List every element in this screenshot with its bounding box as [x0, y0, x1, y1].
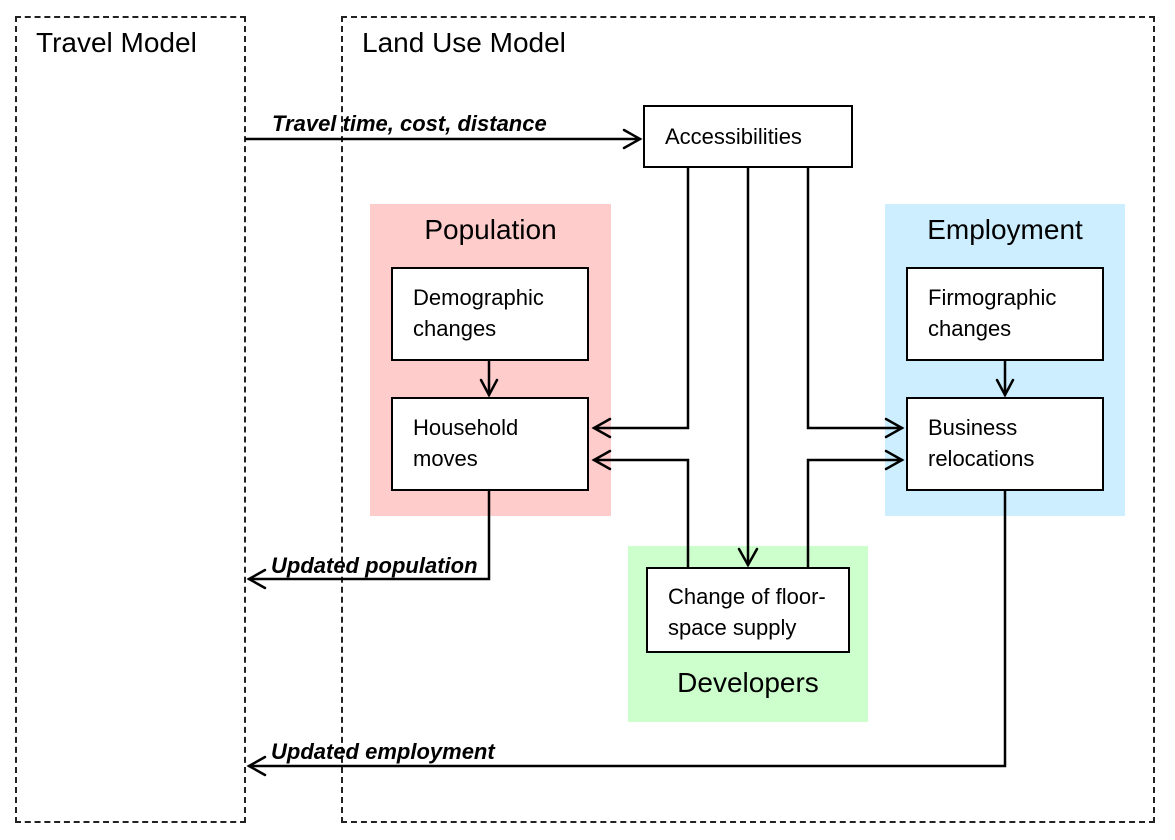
flow-label-travel-time: Travel time, cost, distance — [272, 111, 547, 136]
arrowhead-household-top — [479, 378, 499, 398]
floor-space-supply-box: Change of floor- space supply — [646, 567, 850, 653]
arrowhead-household-upper — [591, 417, 612, 439]
arrow-floorspace-to-business — [806, 458, 904, 569]
travel-model-title: Travel Model — [36, 27, 197, 58]
accessibilities-label: Accessibilities — [665, 124, 802, 149]
arrowhead-accessibilities — [622, 128, 643, 150]
household-moves-line-2: moves — [413, 446, 478, 471]
land-use-model-title: Land Use Model — [362, 27, 566, 58]
firmographic-changes-box: Firmographic changes — [906, 267, 1104, 361]
arrow-floorspace-to-household — [592, 458, 690, 569]
developers-title: Developers — [677, 667, 819, 698]
firmographic-changes-line-1: Firmographic — [928, 285, 1057, 310]
land-use-model-panel — [341, 16, 1155, 823]
flow-label-updated-population: Updated population — [271, 553, 478, 578]
household-moves-line-1: Household — [413, 415, 519, 440]
demographic-changes-line-2: changes — [413, 316, 497, 341]
arrowhead-business-top — [995, 378, 1015, 398]
demographic-changes-line-1: Demographic — [413, 285, 544, 310]
business-relocations-line-1: Business — [928, 415, 1018, 440]
arrow-updated-population — [247, 489, 491, 581]
firmographic-changes-line-2: changes — [928, 316, 1012, 341]
arrowhead-household-lower — [591, 449, 612, 471]
arrow-updated-employment — [247, 489, 1007, 768]
arrow-accessibilities-to-business — [806, 166, 904, 430]
arrowhead-updated-employment — [246, 755, 267, 777]
arrow-accessibilities-to-household — [592, 166, 690, 430]
business-relocations-box: Business relocations — [906, 397, 1104, 491]
demographic-changes-box: Demographic changes — [391, 267, 589, 361]
business-relocations-line-2: relocations — [928, 446, 1035, 471]
arrowhead-updated-population — [246, 568, 267, 590]
arrowhead-floorspace — [737, 547, 759, 568]
floor-space-line-2: space supply — [668, 615, 797, 640]
household-moves-box: Household moves — [391, 397, 589, 491]
arrowhead-business-upper — [884, 417, 905, 439]
employment-title: Employment — [927, 214, 1083, 245]
floor-space-line-1: Change of floor- — [668, 584, 826, 609]
arrowhead-business-lower — [884, 449, 905, 471]
travel-model-panel — [15, 16, 246, 823]
flow-label-updated-employment: Updated employment — [271, 739, 495, 764]
population-title: Population — [424, 214, 557, 245]
